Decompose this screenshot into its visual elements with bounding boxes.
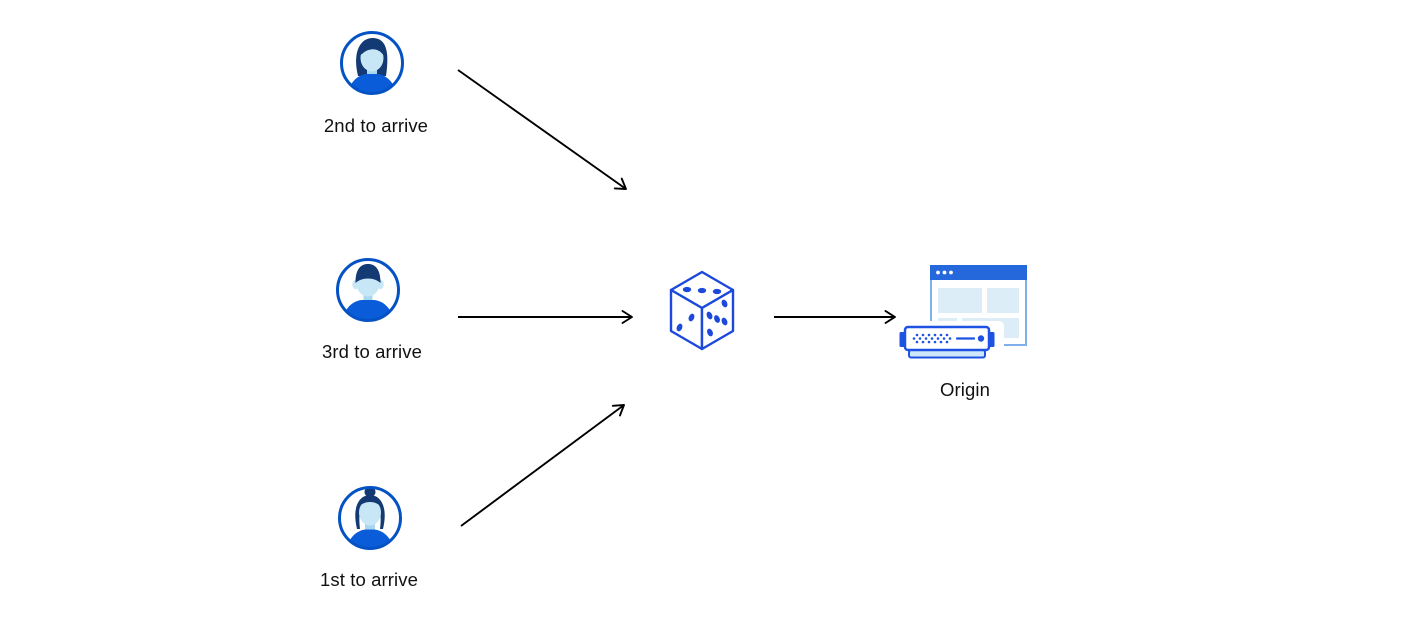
user-avatar-icon xyxy=(336,258,400,322)
visitor-node-3rd xyxy=(334,256,402,324)
arrow-visitor2nd-to-dice xyxy=(457,69,627,190)
visitor-node-2nd xyxy=(338,29,406,97)
origin-label: Origin xyxy=(940,379,990,400)
origin-server-icon xyxy=(897,265,1027,361)
visitor-node-1st xyxy=(336,484,404,552)
random-selector-node xyxy=(667,269,737,353)
visitor-label-3rd: 3rd to arrive xyxy=(321,341,422,362)
user-avatar-icon xyxy=(340,31,404,95)
dice-icon xyxy=(669,270,735,351)
visitor-label-2nd: 2nd to arrive xyxy=(323,115,429,136)
origin-node xyxy=(895,261,1031,363)
user-avatar-icon xyxy=(338,486,402,550)
visitor-label-1st: 1st to arrive xyxy=(320,569,418,590)
arrow-visitor1st-to-dice xyxy=(460,404,625,527)
